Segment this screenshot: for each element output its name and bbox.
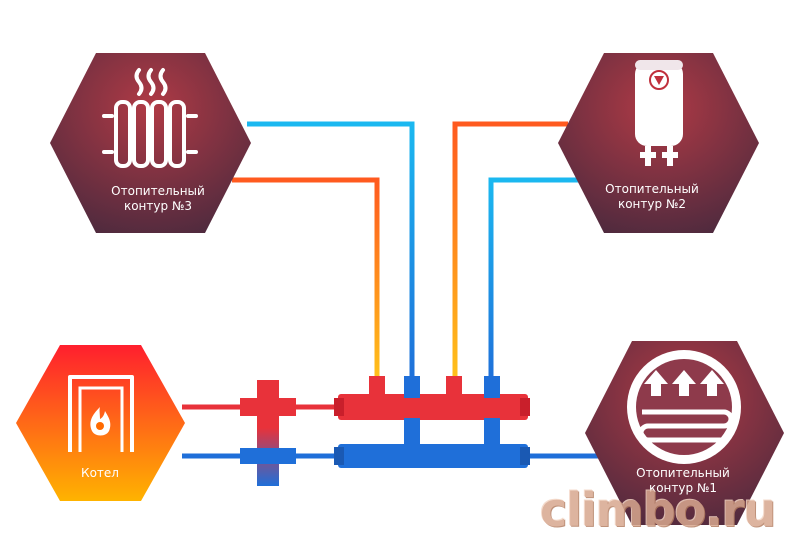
water-heater-icon (635, 60, 683, 166)
hex-circuit-3 (50, 53, 251, 233)
cold-manifold (334, 418, 530, 468)
radiator-icon (102, 68, 198, 168)
circuit-2-label-line1: Отопительный (605, 182, 699, 196)
circuit-1-label-line2: контур №1 (648, 481, 718, 495)
hydraulic-separator (240, 380, 296, 486)
watermark: climbo.ru (540, 483, 776, 537)
circuit-3-label-line2: контур №3 (123, 199, 193, 213)
hex-circuit-2 (558, 53, 759, 233)
pipes (182, 121, 598, 459)
circuit-1-label: Отопительный контур №1 (608, 466, 758, 496)
boiler-label: Котел (81, 466, 119, 480)
circuit-3-label-line1: Отопительный (111, 184, 205, 198)
hex-circuit-1 (585, 341, 784, 525)
circuit-2-label: Отопительный контур №2 (577, 182, 727, 212)
underfloor-heating-icon (627, 350, 741, 464)
circuit-3-label: Отопительный контур №3 (83, 184, 233, 214)
boiler-flame-icon (68, 375, 134, 452)
circuit-2-label-line2: контур №2 (617, 197, 687, 211)
hex-boiler (16, 345, 185, 501)
hot-manifold (334, 376, 530, 420)
circuit-1-label-line1: Отопительный (636, 466, 730, 480)
